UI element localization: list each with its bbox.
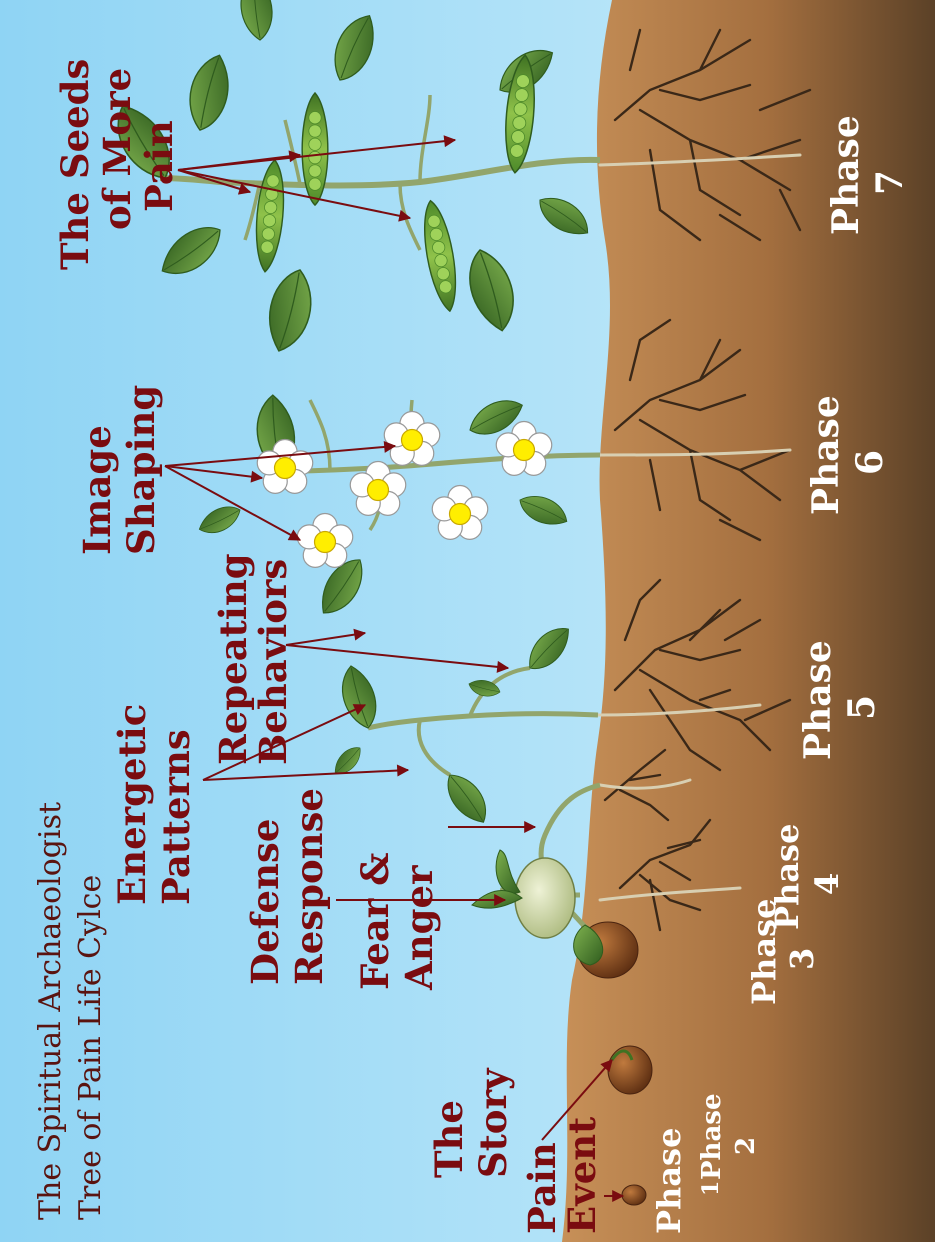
seed-phase2 bbox=[608, 1046, 652, 1094]
label-energetic-patterns: Energetic Patterns bbox=[110, 704, 198, 905]
phase-7-word: Phase bbox=[825, 115, 867, 235]
phase-4-word: Phase bbox=[768, 824, 806, 930]
phase-1-word: Phase bbox=[650, 1128, 688, 1234]
label-image-shaping-line2: Shaping bbox=[119, 385, 163, 555]
phase-3-num: 3 bbox=[783, 948, 821, 970]
label-fear-anger: Fear & Anger bbox=[353, 852, 441, 991]
label-energetic-patterns-line2: Patterns bbox=[154, 729, 198, 905]
phase-5-word: Phase bbox=[797, 640, 839, 760]
label-the-story-line1: The bbox=[427, 1100, 471, 1178]
label-defense-response-line2: Response bbox=[287, 788, 331, 985]
phase-6-word: Phase bbox=[805, 395, 847, 515]
label-the-story-line2: Story bbox=[471, 1067, 515, 1178]
phase-1-num: 1 bbox=[698, 1181, 724, 1196]
label-defense-response-line1: Defense bbox=[243, 819, 287, 985]
label-repeating-behaviors: Repeating Behaviors bbox=[211, 553, 295, 765]
phase-2-word: Phase bbox=[697, 1094, 727, 1180]
phase-2-num: 2 bbox=[731, 1137, 761, 1155]
label-seeds-line2: of More bbox=[95, 68, 139, 230]
title-line-1: The Spiritual Archaeologist bbox=[33, 802, 68, 1220]
seed-phase1 bbox=[622, 1185, 646, 1205]
label-image-shaping-line1: Image bbox=[75, 425, 119, 555]
phase-7-num: 7 bbox=[869, 170, 911, 195]
label-fear-anger-line2: Anger bbox=[397, 865, 441, 991]
phase-6-num: 6 bbox=[849, 450, 891, 475]
label-pain-event-line2: Event bbox=[560, 1117, 604, 1234]
title-line-2: Tree of Pain Life Cylce bbox=[73, 875, 108, 1220]
label-repeating-behaviors-line2: Behaviors bbox=[251, 559, 295, 765]
label-energetic-patterns-line1: Energetic bbox=[110, 704, 154, 905]
label-seeds-line1: The Seeds bbox=[53, 59, 97, 270]
phase-5-num: 5 bbox=[841, 695, 883, 720]
label-pain-event-line1: Pain bbox=[520, 1142, 564, 1234]
label-fear-anger-line1: Fear & bbox=[353, 852, 397, 990]
label-seeds-line3: Pain bbox=[137, 120, 181, 212]
label-repeating-behaviors-line1: Repeating bbox=[211, 553, 255, 765]
phase-4-num: 4 bbox=[808, 873, 846, 895]
